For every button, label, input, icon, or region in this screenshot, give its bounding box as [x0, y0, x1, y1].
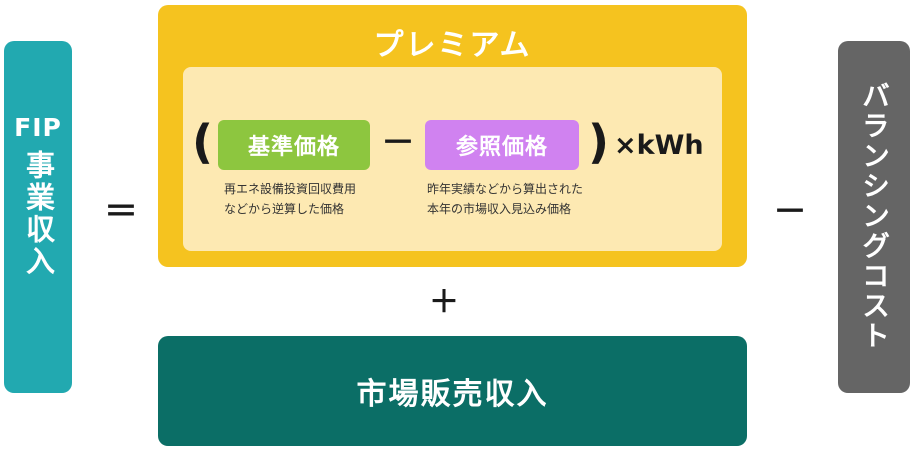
fip-revenue-box: FIP 事業収入	[4, 41, 72, 393]
reference-price-note-line1: 昨年実績などから算出された	[427, 182, 584, 196]
reference-price-note-line2: 本年の市場収入見込み価格	[427, 202, 572, 216]
plus-sign: ＋	[429, 285, 459, 320]
balancing-cost-box: バランシングコスト	[838, 41, 910, 393]
kwh-multiplier: ×kWh	[614, 130, 704, 161]
business-income-label: 事業収入	[21, 150, 56, 278]
reference-price-note: 昨年実績などから算出された 本年の市場収入見込み価格	[427, 179, 583, 219]
base-price-pill: 基準価格	[218, 120, 370, 170]
fip-label: FIP	[14, 113, 62, 142]
inner-minus-sign: －	[381, 123, 415, 163]
close-parenthesis: )	[588, 115, 610, 169]
market-sales-label: 市場販売収入	[356, 377, 549, 412]
equals-sign: ＝	[104, 192, 138, 232]
base-price-note-line2: などから逆算した価格	[224, 202, 345, 216]
outer-minus-sign: －	[773, 192, 807, 232]
reference-price-pill: 参照価格	[425, 120, 579, 170]
balancing-cost-label: バランシングコスト	[858, 81, 891, 351]
open-parenthesis: (	[192, 115, 214, 169]
premium-title: プレミアム	[373, 28, 532, 63]
base-price-note: 再エネ設備投資回収費用 などから逆算した価格	[224, 179, 356, 219]
market-sales-box: 市場販売収入	[158, 336, 747, 446]
base-price-note-line1: 再エネ設備投資回収費用	[224, 182, 357, 196]
